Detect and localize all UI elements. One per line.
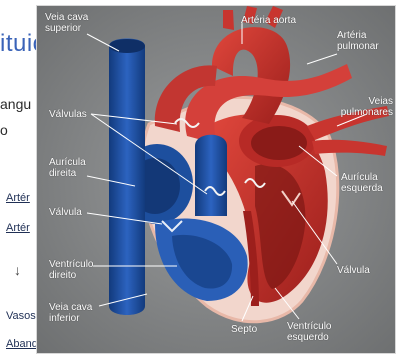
down-arrow-icon: ↓ <box>14 262 21 278</box>
slide-bullet-3: Vasos <box>6 310 36 322</box>
label-arteria-aorta: Artéria aorta <box>241 15 296 26</box>
slide-bullet-4: Aband <box>6 338 38 350</box>
label-veias-pulmonares: Veias pulmonares <box>335 96 393 118</box>
label-valvula-left: Válvula <box>49 207 82 218</box>
label-veia-cava-inferior: Veia cava inferior <box>49 302 92 324</box>
heart-diagram: Veia cava superior Artéria aorta Artéria… <box>36 5 396 354</box>
slide-bullet-2: Artér <box>6 222 30 234</box>
label-septo: Septo <box>231 324 257 335</box>
pulmonary-trunk <box>195 135 227 216</box>
slide-text-line-2: o <box>0 122 8 138</box>
label-arteria-pulmonar: Artéria pulmonar <box>337 30 379 52</box>
label-veia-cava-superior: Veia cava superior <box>45 12 88 34</box>
slide-bullet-1: Artér <box>6 192 30 204</box>
slide-text-line-1: angu <box>0 96 31 112</box>
label-ventriculo-direito: Ventrículo direito <box>49 259 93 281</box>
label-auricula-direita: Aurícula direita <box>49 157 86 179</box>
label-valvulas: Válvulas <box>49 109 87 120</box>
label-ventriculo-esquerdo: Ventrículo esquerdo <box>287 321 331 343</box>
label-auricula-esquerda: Aurícula esquerda <box>341 172 383 194</box>
vena-cava <box>109 39 145 316</box>
label-valvula-right: Válvula <box>337 265 370 276</box>
